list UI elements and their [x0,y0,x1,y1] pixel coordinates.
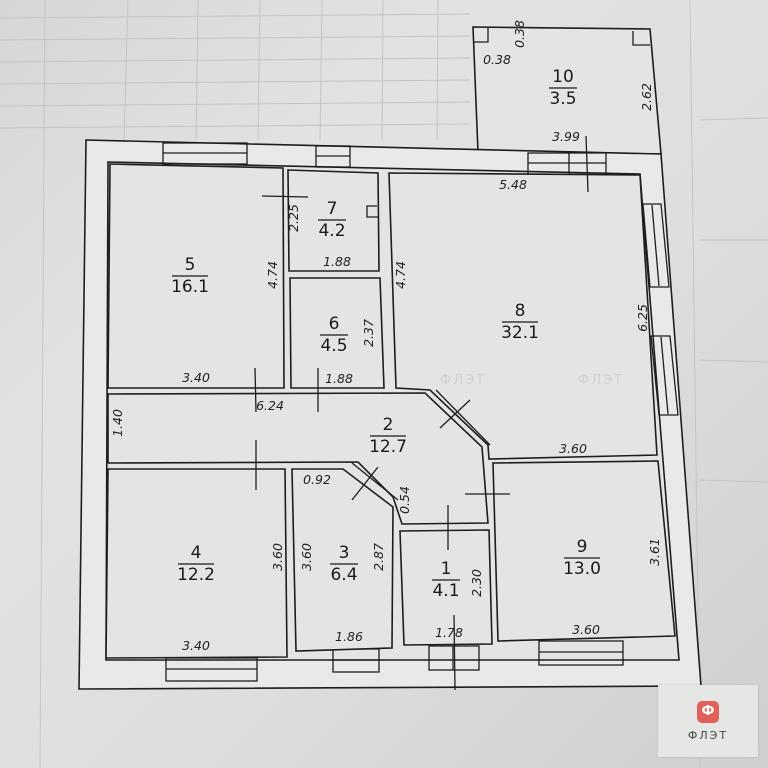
room-number: 6 [329,314,340,334]
dimension-label: 3.40 [182,638,210,653]
dimension-label: 2.87 [371,543,386,571]
room-label-2: 212.7 [369,415,407,457]
room-label-9: 913.0 [563,537,601,579]
room-label-7: 74.2 [318,199,346,241]
room-area: 32.1 [501,323,539,343]
door-marks [254,135,589,691]
room-area: 4.1 [432,581,459,601]
dimension-label: 4.74 [393,261,408,289]
dimension-label: 2.62 [639,83,654,111]
dimension-label: 3.60 [559,441,587,456]
dimension-label: 3.60 [572,622,600,637]
dimension-label: 0.38 [512,20,527,48]
room-label-4: 412.2 [177,543,215,585]
dimension-label: 3.99 [552,129,580,144]
dimension-label: 3.60 [270,543,285,571]
room-area: 12.2 [177,565,215,585]
room-number: 7 [327,199,338,219]
room-labels: 14.1212.736.4412.2516.164.574.2832.1913.… [171,67,601,601]
room-number: 2 [383,415,394,435]
dimension-label: 3.60 [299,543,314,571]
dimension-label: 1.78 [435,625,463,640]
room-number: 5 [185,255,196,275]
room-number: 9 [577,537,588,557]
dimension-label: 0.92 [303,472,331,487]
room-area: 13.0 [563,559,601,579]
room-number: 1 [441,559,452,579]
room-area: 3.5 [549,89,576,109]
room-number: 3 [339,543,350,563]
flet-logo-icon: Ф [697,700,719,723]
dimension-label: 3.61 [647,538,662,566]
dimension-labels: 0.380.38 2.62 3.99 5.48 2.25 1.88 4.74 4.74 2.37… [110,20,662,653]
room-label-1: 14.1 [432,559,460,601]
room-area: 4.2 [318,221,345,241]
dimension-label: 6.25 [635,304,650,332]
dimension-label: 6.24 [256,398,284,413]
dimension-label: 5.48 [499,177,527,192]
room-number: 8 [515,301,526,321]
room-number: 10 [552,67,574,87]
flet-logo-text: ФЛЭТ [687,728,729,742]
room-area: 4.5 [320,336,347,356]
dimension-label: 4.74 [265,261,280,289]
room-label-5: 516.1 [171,255,209,297]
room-label-8: 832.1 [501,301,539,343]
dimension-label: 1.88 [325,371,353,386]
room-area: 12.7 [369,437,407,457]
dimension-label: 2.37 [361,319,376,347]
room-area: 16.1 [171,277,209,297]
dimension-label: 0.54 [397,486,412,514]
room-area: 6.4 [330,565,357,585]
dimension-label: 1.88 [323,254,351,269]
dimension-label: 2.25 [286,204,301,232]
room-label-3: 36.4 [330,543,358,585]
flet-logo: Ф ФЛЭТ [658,685,758,757]
dimension-label: 3.40 [182,370,210,385]
dimension-label: 2.30 [469,569,484,597]
dimension-label: 1.86 [335,629,363,644]
room-label-10: 103.5 [549,67,577,109]
room-number: 4 [191,543,202,563]
watermark-text: ФЛЭТ [440,373,486,388]
dimension-label: 1.40 [110,409,125,437]
dimension-label: 0.38 [483,52,511,67]
watermark: ФЛЭТ ФЛЭТ [440,373,624,388]
watermark-text: ФЛЭТ [578,373,624,388]
room-label-6: 64.5 [320,314,348,356]
